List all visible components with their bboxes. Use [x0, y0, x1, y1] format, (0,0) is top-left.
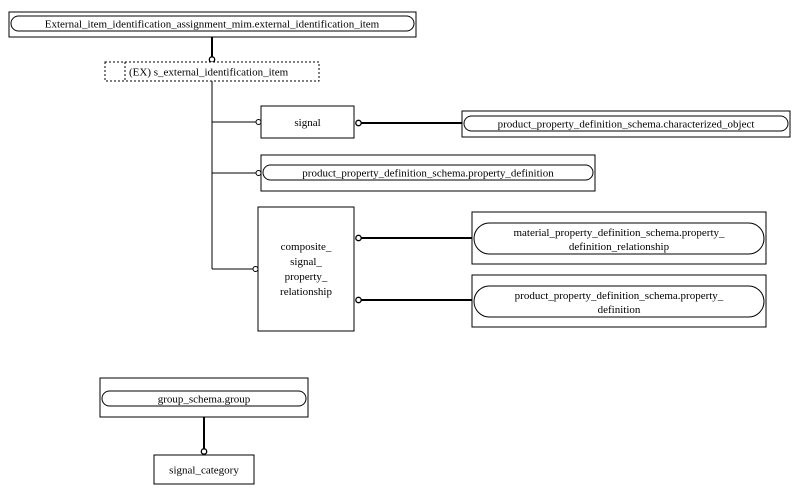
branch-to-signal-end	[255, 119, 262, 125]
material-relationship-line-2: definition_relationship	[569, 241, 670, 253]
composite-relationship-line-3: property_	[285, 271, 328, 283]
property-definition-node[interactable]: product_property_definition_schema.prope…	[260, 154, 596, 192]
signal-node[interactable]: signal	[260, 105, 355, 139]
signal-category-label: signal_category	[169, 465, 239, 477]
property-definition-label: product_property_definition_schema.prope…	[302, 168, 554, 180]
composite-relationship-line-1: composite_	[281, 241, 332, 253]
branch-to-composite-end	[252, 266, 259, 272]
composite-relationship-line-2: signal_	[290, 256, 322, 268]
material-relationship-line-1: material_property_definition_schema.prop…	[513, 227, 725, 239]
composite-to-product-start	[355, 296, 362, 304]
product-property-definition-line-1: product_property_definition_schema.prope…	[515, 290, 724, 302]
group-node[interactable]: group_schema.group	[99, 377, 309, 418]
composite-relationship-node[interactable]: composite_ signal_ property_ relationshi…	[257, 206, 355, 332]
product-property-definition-line-2: definition	[598, 304, 641, 316]
characterized-object-label: product_property_definition_schema.chara…	[498, 119, 755, 131]
signal-label: signal	[294, 117, 320, 129]
link-external-to-select-end	[208, 56, 216, 63]
characterized-object-node[interactable]: product_property_definition_schema.chara…	[461, 110, 791, 138]
branch-to-property-definition-end	[255, 170, 262, 176]
composite-to-material-start	[355, 234, 362, 242]
group-label: group_schema.group	[158, 394, 251, 406]
product-property-definition-node[interactable]: product_property_definition_schema.prope…	[471, 274, 767, 328]
select-type-label: (EX) s_external_identification_item	[129, 67, 289, 79]
signal-category-node[interactable]: signal_category	[153, 454, 255, 485]
select-type-node[interactable]: (EX) s_external_identification_item	[104, 61, 320, 82]
external-item-node[interactable]: External_item_identification_assignment_…	[8, 11, 417, 38]
composite-relationship-line-4: relationship	[280, 286, 332, 298]
external-item-label: External_item_identification_assignment_…	[45, 19, 380, 31]
material-relationship-node[interactable]: material_property_definition_schema.prop…	[471, 211, 767, 265]
signal-to-characterized-start	[355, 119, 362, 127]
link-group-to-signal-category-end	[200, 448, 208, 455]
